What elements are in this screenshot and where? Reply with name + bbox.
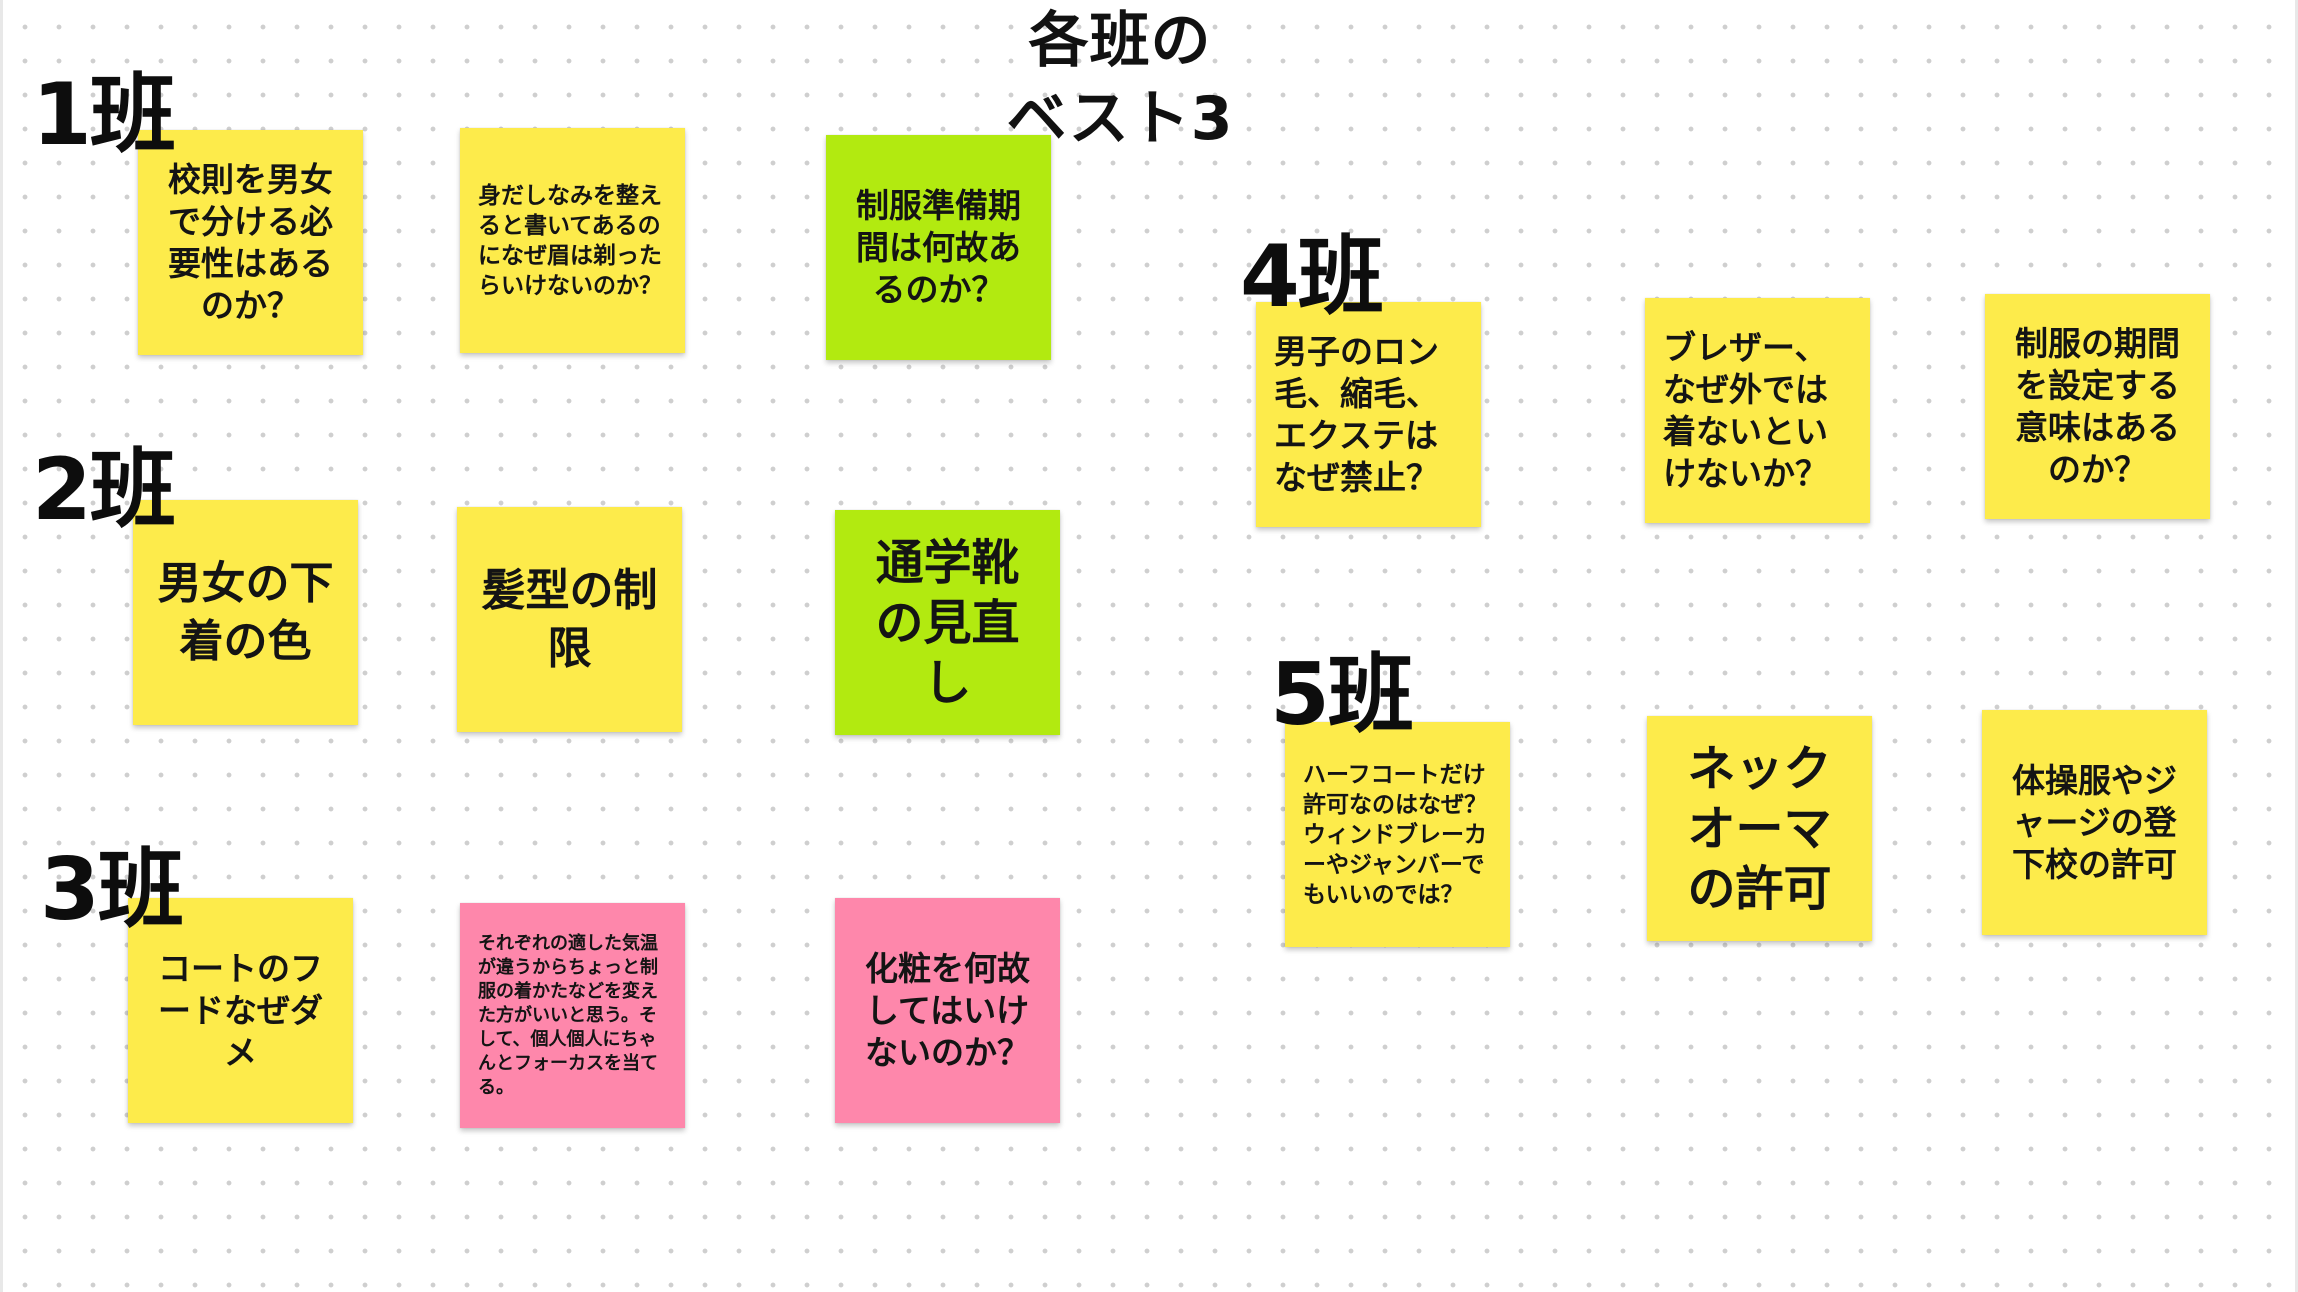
- sticky-note-text: 制服の期間を設定する意味はあるのか？: [2015, 323, 2180, 489]
- sticky-note-g2-2[interactable]: 髪型の制限: [457, 507, 682, 732]
- sticky-note-g4-2[interactable]: ブレザー、なぜ外では着ないといけないか？: [1645, 298, 1870, 523]
- sticky-note-text: それぞれの適した気温が違うからちょっと制服の着かたなどを変えた方がいいと思う。そ…: [478, 932, 658, 1098]
- sticky-note-text: 髪型の制限: [481, 564, 658, 674]
- sticky-note-g5-3[interactable]: 体操服やジャージの登下校の許可: [1982, 710, 2207, 935]
- sticky-note-text: 通学靴の見直し: [875, 534, 1020, 711]
- sticky-note-g2-1[interactable]: 男女の下着の色: [133, 500, 358, 725]
- sticky-note-g1-3[interactable]: 制服準備期間は何故あるのか？: [826, 135, 1051, 360]
- group-label-2[interactable]: 2班: [32, 440, 176, 540]
- sticky-note-text: コートのフードなぜダメ: [158, 948, 323, 1072]
- sticky-note-g1-2[interactable]: 身だしなみを整えると書いてあるのになぜ眉は剃ったらいけないのか？: [460, 128, 685, 353]
- sticky-note-text: ネックオーマの許可: [1687, 740, 1832, 917]
- sticky-note-text: 男子のロン毛、縮毛、エクステはなぜ禁止？: [1274, 331, 1439, 497]
- board-right-edge: [2295, 0, 2298, 1292]
- sticky-note-text: 男女の下着の色: [157, 557, 334, 667]
- sticky-note-g3-2[interactable]: それぞれの適した気温が違うからちょっと制服の着かたなどを変えた方がいいと思う。そ…: [460, 903, 685, 1128]
- sticky-note-g5-1[interactable]: ハーフコートだけ許可なのはなぜ？ウィンドブレーカーやジャンバーでもいいのでは？: [1285, 722, 1510, 947]
- group-label-4[interactable]: 4班: [1240, 227, 1384, 327]
- sticky-note-text: 化粧を何故してはいけないのか？: [865, 948, 1030, 1072]
- sticky-note-text: 校則を男女で分ける必要性はあるのか？: [168, 159, 333, 325]
- board-left-edge: [0, 0, 3, 1292]
- group-label-5[interactable]: 5班: [1270, 645, 1414, 745]
- sticky-note-g2-3[interactable]: 通学靴の見直し: [835, 510, 1060, 735]
- board-title-line-1: 各班の: [1028, 6, 1212, 76]
- sticky-note-text: 身だしなみを整えると書いてあるのになぜ眉は剃ったらいけないのか？: [478, 182, 662, 299]
- sticky-note-g1-1[interactable]: 校則を男女で分ける必要性はあるのか？: [138, 130, 363, 355]
- sticky-note-text: ブレザー、なぜ外では着ないといけないか？: [1663, 327, 1828, 493]
- sticky-note-g3-1[interactable]: コートのフードなぜダメ: [128, 898, 353, 1123]
- group-label-1[interactable]: 1班: [32, 65, 176, 165]
- sticky-note-text: ハーフコートだけ許可なのはなぜ？ウィンドブレーカーやジャンバーでもいいのでは？: [1303, 761, 1487, 908]
- group-label-3[interactable]: 3班: [40, 840, 184, 940]
- sticky-note-text: 制服準備期間は何故あるのか？: [856, 185, 1021, 309]
- sticky-note-g5-2[interactable]: ネックオーマの許可: [1647, 716, 1872, 941]
- sticky-note-text: 体操服やジャージの登下校の許可: [2012, 760, 2177, 884]
- sticky-note-g4-3[interactable]: 制服の期間を設定する意味はあるのか？: [1985, 294, 2210, 519]
- sticky-note-g3-3[interactable]: 化粧を何故してはいけないのか？: [835, 898, 1060, 1123]
- sticky-note-g4-1[interactable]: 男子のロン毛、縮毛、エクステはなぜ禁止？: [1256, 302, 1481, 527]
